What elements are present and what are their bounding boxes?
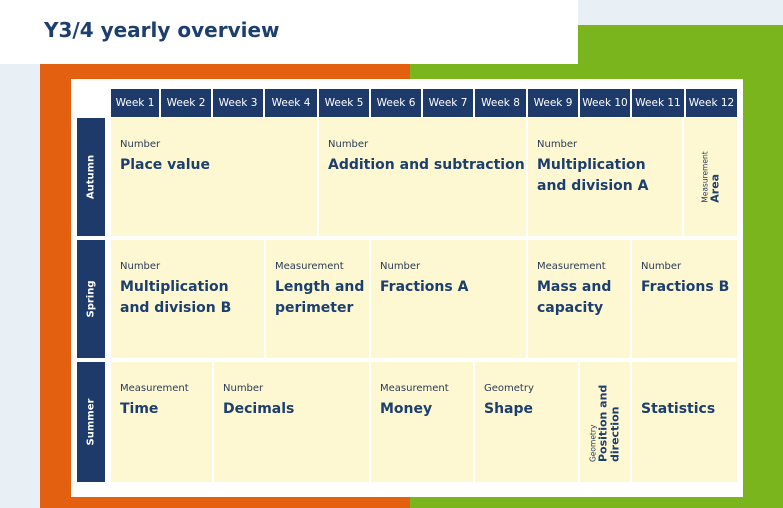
season-spring: Spring bbox=[77, 240, 105, 358]
topic-strand: Measurement bbox=[380, 383, 449, 394]
topic-decimals: Number Decimals bbox=[214, 362, 369, 482]
topic-name: Position and direction bbox=[596, 384, 622, 462]
topic-name: Length and perimeter bbox=[275, 279, 365, 316]
week-header-10: Week 10 bbox=[580, 89, 630, 117]
week-header-9: Week 9 bbox=[528, 89, 578, 117]
topic-name: Fractions A bbox=[380, 279, 469, 295]
topic-strand: Measurement bbox=[537, 261, 606, 272]
topic-fractions-a: Number Fractions A bbox=[371, 240, 526, 358]
week-header-1: Week 1 bbox=[111, 89, 159, 117]
topic-strand: Number bbox=[380, 261, 421, 272]
week-header-3: Week 3 bbox=[213, 89, 263, 117]
topic-strand: Geometry bbox=[484, 383, 534, 394]
topic-name: Decimals bbox=[223, 401, 295, 417]
topic-name: Statistics bbox=[641, 401, 716, 417]
topic-strand: Number bbox=[223, 383, 264, 394]
topic-strand: Number bbox=[641, 261, 682, 272]
topic-strand: Number bbox=[120, 261, 161, 272]
topic-strand: Measurement bbox=[120, 383, 189, 394]
season-label: Autumn bbox=[85, 154, 97, 200]
season-label: Spring bbox=[85, 280, 97, 318]
week-header-5: Week 5 bbox=[319, 89, 369, 117]
topic-name: Shape bbox=[484, 401, 534, 417]
topic-name: Multiplication and division B bbox=[120, 279, 232, 316]
topic-name: Addition and subtraction bbox=[328, 157, 525, 173]
topic-fractions-b: Number Fractions B bbox=[632, 240, 737, 358]
week-header-8: Week 8 bbox=[475, 89, 526, 117]
topic-vertical-text: Geometry Position and direction bbox=[589, 382, 622, 462]
title-banner: Y3/4 yearly overview bbox=[0, 0, 578, 64]
topic-name: Mass and capacity bbox=[537, 279, 612, 316]
week-header-11: Week 11 bbox=[632, 89, 684, 117]
season-summer: Summer bbox=[77, 362, 105, 482]
season-autumn: Autumn bbox=[77, 118, 105, 236]
topic-vertical-text: Measurement Area bbox=[700, 151, 721, 203]
topic-name: Time bbox=[120, 401, 159, 417]
topic-addition-subtraction: Number Addition and subtraction bbox=[319, 118, 526, 236]
page-title: Y3/4 yearly overview bbox=[44, 18, 280, 42]
topic-money: Measurement Money bbox=[371, 362, 473, 482]
topic-multiplication-a: Number Multiplication and division A bbox=[528, 118, 682, 236]
topic-time: Measurement Time bbox=[111, 362, 212, 482]
week-header-7: Week 7 bbox=[423, 89, 473, 117]
topic-name: Place value bbox=[120, 157, 211, 173]
topic-length-perimeter: Measurement Length and perimeter bbox=[266, 240, 369, 358]
season-label: Summer bbox=[85, 398, 97, 446]
topic-name: Fractions B bbox=[641, 279, 730, 295]
topic-strand: Number bbox=[120, 139, 161, 150]
topic-area: Measurement Area bbox=[684, 118, 737, 236]
topic-strand: Number bbox=[328, 139, 369, 150]
topic-statistics: Statistics bbox=[632, 362, 737, 482]
week-header-12: Week 12 bbox=[686, 89, 737, 117]
topic-strand: Number bbox=[537, 139, 578, 150]
week-header-6: Week 6 bbox=[371, 89, 421, 117]
topic-shape: Geometry Shape bbox=[475, 362, 578, 482]
topic-position-direction: Geometry Position and direction bbox=[580, 362, 630, 482]
week-header-2: Week 2 bbox=[161, 89, 211, 117]
topic-place-value: Number Place value bbox=[111, 118, 317, 236]
topic-name: Money bbox=[380, 401, 433, 417]
topic-mass-capacity: Measurement Mass and capacity bbox=[528, 240, 630, 358]
topic-strand: Measurement bbox=[275, 261, 344, 272]
topic-name: Area bbox=[708, 173, 721, 203]
topic-name: Multiplication and division A bbox=[537, 157, 649, 194]
week-header-4: Week 4 bbox=[265, 89, 317, 117]
topic-multiplication-b: Number Multiplication and division B bbox=[111, 240, 264, 358]
